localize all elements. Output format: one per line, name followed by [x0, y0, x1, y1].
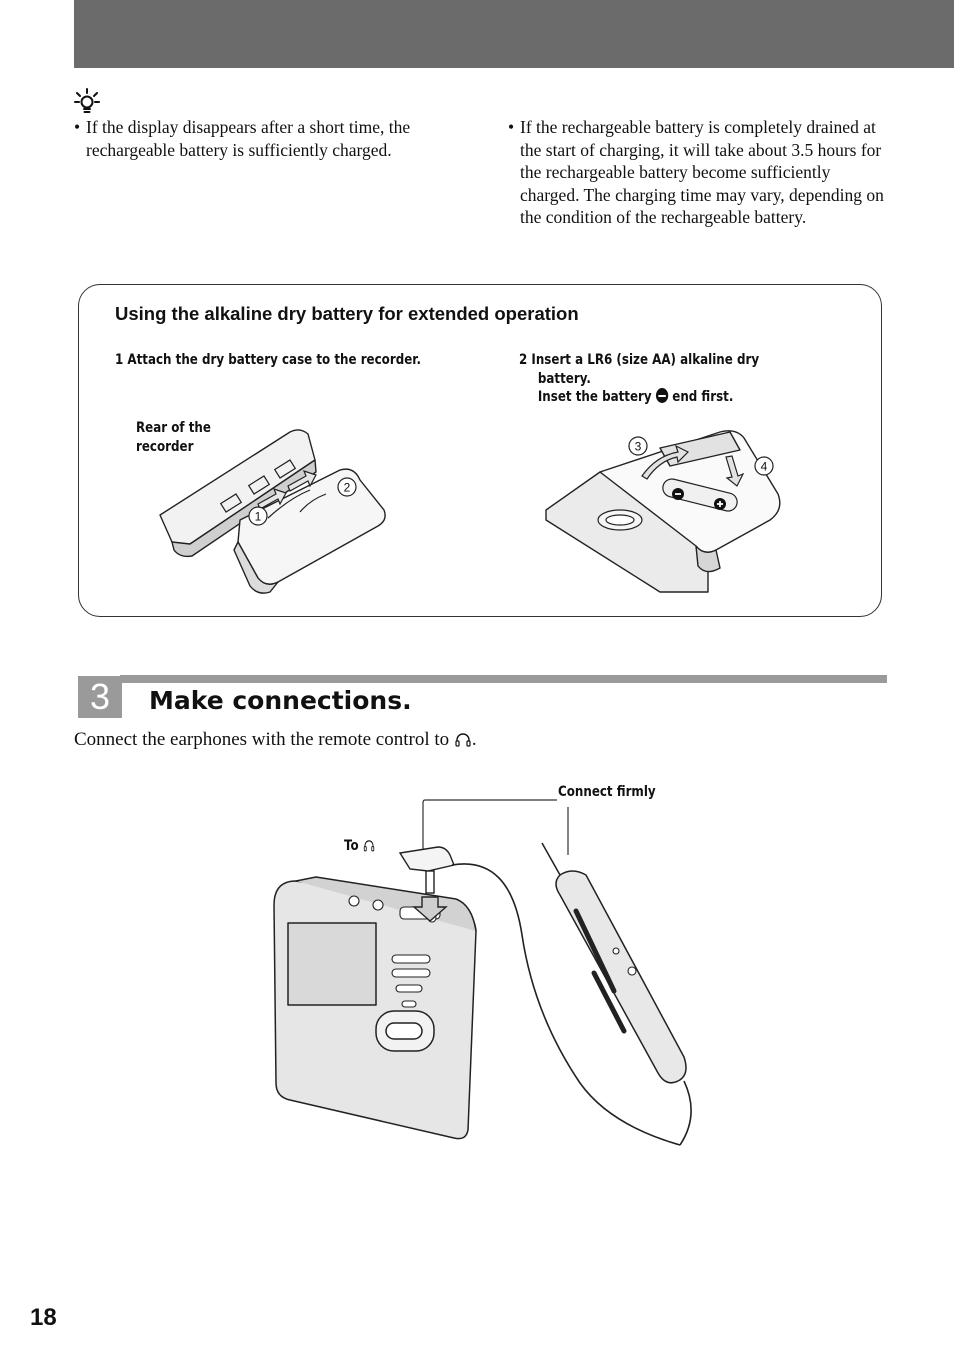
hint-left-text: If the display disappears after a short …	[86, 117, 411, 160]
step-number: 3	[78, 676, 122, 718]
hint-left: • If the display disappears after a shor…	[74, 116, 474, 161]
headphones-icon	[455, 733, 471, 747]
section-desc-end: .	[471, 729, 477, 750]
box-title: Using the alkaline dry battery for exten…	[115, 303, 579, 324]
bullet: •	[74, 117, 81, 137]
connect-firmly-label: Connect firmly	[558, 784, 656, 800]
step-2-line-3b: end first.	[672, 389, 734, 405]
to-headphones-label: To	[344, 837, 375, 856]
header-bar	[74, 0, 954, 68]
callout-3	[628, 436, 648, 456]
battery-insert-illustration: 3 4	[545, 430, 781, 593]
step-2-text: 2 Insert a LR6 (size AA) alkaline dry ba…	[519, 351, 814, 407]
to-label-text: To	[344, 838, 359, 854]
section-desc-text: Connect the earphones with the remote co…	[74, 729, 450, 750]
callout-1	[248, 506, 268, 526]
rear-label-line-2: recorder	[136, 438, 194, 455]
battery-case-attach-illustration: 1 2	[159, 429, 386, 594]
callout-2	[337, 477, 357, 497]
step-2-line-2: battery.	[537, 370, 591, 387]
hint-right-text: If the rechargeable battery is completel…	[520, 117, 884, 227]
step-1-text: 1 Attach the dry battery case to the rec…	[115, 352, 421, 368]
page-number: 18	[30, 1304, 57, 1331]
connection-illustration	[273, 799, 692, 1146]
section-description: Connect the earphones with the remote co…	[74, 729, 477, 751]
alkaline-battery-box: Using the alkaline dry battery for exten…	[78, 284, 882, 617]
lightbulb-icon	[74, 88, 100, 113]
callout-3-label: 3	[635, 440, 642, 454]
callout-2-label: 2	[344, 481, 351, 495]
callout-1-label: 1	[255, 510, 262, 524]
rear-label-line-1: Rear of the	[136, 420, 211, 436]
step-2-line-3a: Inset the battery	[537, 389, 652, 405]
step-2-line-3: Inset the battery end first.	[519, 388, 814, 407]
section-rule	[120, 675, 887, 683]
step-2-line-1: 2 Insert a LR6 (size AA) alkaline dry	[519, 352, 760, 368]
hint-right: • If the rechargeable battery is complet…	[508, 116, 890, 229]
headphones-icon	[363, 840, 375, 852]
callout-4	[754, 456, 774, 476]
callout-4-label: 4	[761, 460, 768, 474]
rear-of-recorder-label: Rear of the recorder	[136, 419, 251, 456]
minus-terminal-icon	[655, 388, 669, 403]
bullet: •	[508, 117, 515, 137]
section-title: Make connections.	[149, 686, 412, 715]
